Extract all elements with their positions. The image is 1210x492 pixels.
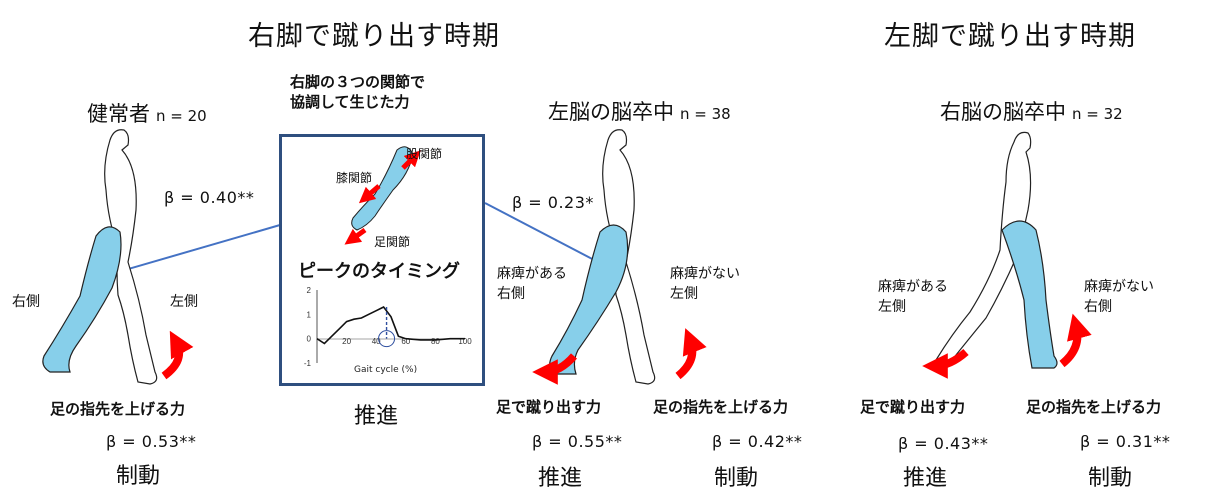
inset-title: 右脚の３つの関節で 協調して生じた力 [290, 72, 425, 112]
gait-xtick-label: 100 [458, 337, 472, 346]
inset-title-line1: 右脚の３つの関節で [290, 73, 426, 91]
arrow-push-left-stroke [532, 353, 578, 385]
right-stroke-effect-propulsion: 推進 [903, 466, 948, 491]
beta-link-healthy: β = 0.40** [164, 188, 255, 207]
left-stroke-effect-propulsion: 推進 [538, 466, 583, 491]
gait-xtick-label: 60 [401, 337, 410, 346]
inset-panel: 股関節 膝関節 足関節 ピークのタイミング 20 40 60 80 100 -1 0 1 2 G… [279, 134, 485, 386]
right-stroke-nonparalyzed-line1: 麻痺がない [1084, 279, 1154, 295]
group-left-stroke-title: 左脳の脳卒中 n = 38 [548, 96, 731, 126]
healthy-muscle-lift: 足の指先を上げる力 [50, 400, 186, 418]
left-stroke-beta-lift: β = 0.42** [712, 432, 803, 451]
gait-chart: 20 40 60 80 100 -1 0 1 2 [304, 286, 472, 368]
group-healthy-n: n = 20 [156, 107, 207, 125]
group-right-stroke-label: 右脳の脳卒中 [940, 100, 1066, 124]
right-stroke-paralyzed-label: 麻痺がある 左側 [878, 277, 948, 317]
left-stroke-paralyzed-line2: 右側 [497, 286, 525, 302]
left-stroke-paralyzed-label: 麻痺がある 右側 [497, 264, 567, 304]
arrow-lift-right-stroke [1059, 313, 1092, 368]
left-stroke-nonparalyzed-line1: 麻痺がない [670, 266, 740, 282]
connector-line-left-stroke [484, 202, 599, 263]
group-right-stroke-title: 右脳の脳卒中 n = 32 [940, 96, 1123, 126]
gait-xtick-label: 80 [431, 337, 440, 346]
gait-ytick-label: 0 [307, 335, 312, 344]
gait-ytick-label: 2 [307, 286, 312, 295]
gait-xtick-label: 20 [342, 337, 351, 346]
healthy-beta-lift: β = 0.53** [106, 432, 197, 451]
group-left-stroke-label: 左脳の脳卒中 [548, 100, 674, 124]
peak-timing-label: ピークのタイミング [298, 261, 460, 282]
gait-ytick-label: 1 [307, 310, 312, 319]
left-stroke-nonparalyzed-line2: 左側 [670, 286, 698, 302]
left-stroke-effect-braking: 制動 [714, 466, 759, 491]
left-stroke-beta-push: β = 0.55** [532, 432, 623, 451]
left-stroke-muscle-lift: 足の指先を上げる力 [653, 398, 789, 416]
joint-ankle-label: 足関節 [374, 235, 411, 249]
connector-line-healthy [117, 224, 281, 273]
right-stroke-beta-push: β = 0.43** [898, 434, 989, 453]
gait-xtick-label: 40 [372, 337, 381, 346]
walker-healthy [42, 129, 158, 385]
right-stroke-beta-lift: β = 0.31** [1080, 432, 1171, 451]
walker-left-stroke [549, 129, 656, 385]
title-right-push-phase: 右脚で蹴り出す時期 [248, 21, 500, 52]
healthy-effect-braking: 制動 [116, 464, 161, 489]
group-right-stroke-n: n = 32 [1072, 105, 1123, 123]
group-healthy-label: 健常者 [87, 102, 150, 126]
gait-series-line [316, 305, 465, 345]
beta-link-left-stroke: β = 0.23* [512, 193, 594, 212]
left-stroke-paralyzed-line1: 麻痺がある [497, 266, 567, 282]
arrow-lift-left-stroke [675, 328, 707, 380]
left-stroke-muscle-push: 足で蹴り出す力 [496, 398, 602, 416]
right-stroke-paralyzed-line1: 麻痺がある [878, 279, 948, 295]
title-left-push-phase: 左脚で蹴り出す時期 [884, 21, 1136, 52]
left-stroke-nonparalyzed-label: 麻痺がない 左側 [670, 264, 740, 304]
joint-hip-label: 股関節 [406, 147, 443, 161]
right-stroke-effect-braking: 制動 [1088, 466, 1133, 491]
right-stroke-paralyzed-line2: 左側 [878, 299, 906, 315]
group-left-stroke-n: n = 38 [680, 105, 731, 123]
right-stroke-muscle-push: 足で蹴り出す力 [860, 398, 966, 416]
right-stroke-muscle-lift: 足の指先を上げる力 [1026, 398, 1162, 416]
right-stroke-nonparalyzed-line2: 右側 [1084, 299, 1112, 315]
inset-title-line2: 協調して生じた力 [290, 93, 410, 111]
walker-right-stroke [935, 131, 1058, 369]
right-stroke-nonparalyzed-label: 麻痺がない 右側 [1084, 277, 1154, 317]
gait-ytick-label: -1 [304, 359, 312, 368]
healthy-right-side-label: 右側 [12, 294, 40, 310]
joint-knee-label: 膝関節 [336, 171, 373, 185]
gait-peak-circle [378, 330, 396, 348]
gait-chart-xlabel: Gait cycle (%) [354, 365, 418, 375]
group-healthy-title: 健常者 n = 20 [87, 98, 207, 128]
inset-effect-propulsion: 推進 [354, 404, 399, 429]
arrow-lift-healthy [161, 330, 194, 380]
inset-leg-diagram [344, 146, 421, 245]
healthy-left-side-label: 左側 [170, 294, 198, 310]
arrow-push-right-stroke [922, 348, 969, 379]
